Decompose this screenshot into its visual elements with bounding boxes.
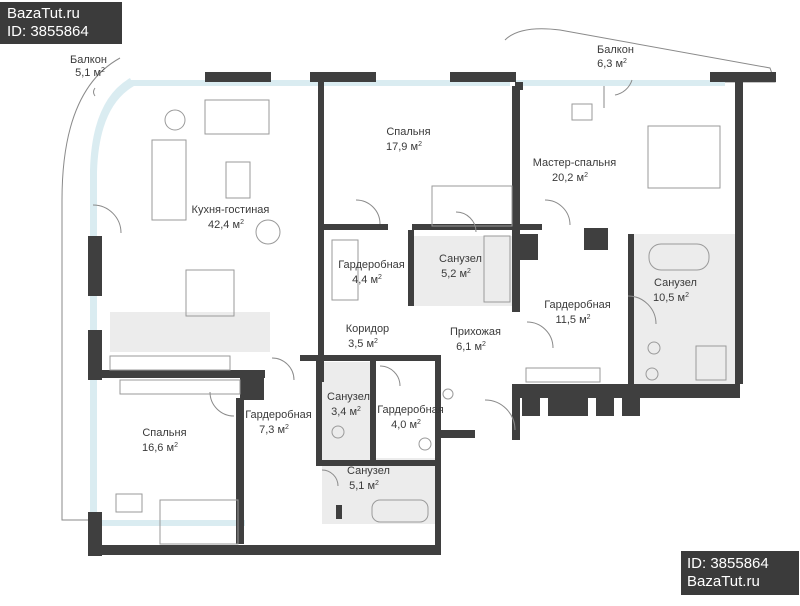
room-area: 5,1 <box>349 480 364 492</box>
label-wardrobe-left: Гардеробная 7,3 м2 <box>245 409 315 436</box>
room-area: 3,4 <box>331 406 346 418</box>
area-unit: м <box>349 406 357 418</box>
area-unit-exp: 2 <box>285 424 289 431</box>
room-name: Гардеробная <box>338 259 405 271</box>
room-area: 20,2 <box>552 172 573 184</box>
room-name: Санузел <box>327 391 370 403</box>
area-unit-exp: 2 <box>357 406 361 413</box>
tile-areas <box>110 234 740 524</box>
furniture <box>109 99 727 545</box>
area-unit-exp: 2 <box>378 274 382 281</box>
label-bathroom-bottom: Санузел 5,1 м2 <box>347 465 393 492</box>
label-wardrobe-mid: Гардеробная 4,4 м2 <box>338 259 408 286</box>
area-unit-exp: 2 <box>101 67 105 74</box>
watermark-top-left: BazaTut.ru ID: 3855864 <box>0 2 122 44</box>
watermark-site: BazaTut.ru <box>687 573 760 590</box>
label-wardrobe-small: Гардеробная 4,0 м2 <box>377 404 447 431</box>
room-area: 17,9 <box>386 141 407 153</box>
label-wardrobe-right: Гардеробная 11,5 м2 <box>544 299 614 326</box>
area-unit: м <box>370 274 378 286</box>
door-swings <box>92 79 657 487</box>
label-bathroom-small: Санузел 3,4 м2 <box>327 391 373 418</box>
room-area: 42,4 <box>208 219 229 231</box>
room-area: 6,3 <box>597 58 612 70</box>
room-name: Спальня <box>386 126 430 138</box>
area-unit: м <box>577 172 585 184</box>
area-unit: м <box>167 442 175 454</box>
label-corridor: Коридор 3,5 м2 <box>346 323 393 350</box>
area-unit-exp: 2 <box>623 58 627 65</box>
area-unit: м <box>277 424 285 436</box>
label-hallway: Прихожая 6,1 м2 <box>450 326 504 353</box>
room-area: 11,5 <box>555 314 576 326</box>
room-area: 5,1 <box>75 67 90 79</box>
area-unit: м <box>459 268 467 280</box>
area-unit-exp: 2 <box>240 219 244 226</box>
room-labels: Балкон 5,1 м2 Балкон 6,3 м2 Кухня-гостин… <box>70 44 700 492</box>
room-name: Санузел <box>347 465 390 477</box>
room-name: Гардеробная <box>377 404 444 416</box>
area-unit-exp: 2 <box>375 480 379 487</box>
area-unit: м <box>678 292 686 304</box>
room-name: Кухня-гостиная <box>192 204 270 216</box>
room-area: 16,6 <box>142 442 163 454</box>
area-unit: м <box>615 58 623 70</box>
room-area: 4,0 <box>391 419 406 431</box>
walls <box>88 72 776 556</box>
label-master-bedroom: Мастер-спальня 20,2 м2 <box>533 157 620 184</box>
room-name: Коридор <box>346 323 389 335</box>
room-name: Санузел <box>654 277 697 289</box>
label-bedroom-top: Спальня 17,9 м2 <box>386 126 434 153</box>
label-bedroom-bottom: Спальня 16,6 м2 <box>142 427 190 454</box>
label-kitchen-living: Кухня-гостиная 42,4 м2 <box>192 204 273 231</box>
watermark-bottom-right: ID: 3855864 BazaTut.ru <box>681 551 799 595</box>
room-area: 4,4 <box>352 274 367 286</box>
label-bathroom-right: Санузел 10,5 м2 <box>653 277 700 304</box>
room-area: 3,5 <box>348 338 363 350</box>
room-name: Балкон <box>70 54 107 66</box>
area-unit-exp: 2 <box>374 338 378 345</box>
area-unit-exp: 2 <box>685 292 689 299</box>
area-unit-exp: 2 <box>418 141 422 148</box>
room-area: 6,1 <box>456 341 471 353</box>
label-balcony-right: Балкон 6,3 м2 <box>597 44 637 70</box>
room-area: 5,2 <box>441 268 456 280</box>
room-name: Мастер-спальня <box>533 157 617 169</box>
area-unit-exp: 2 <box>482 341 486 348</box>
area-unit: м <box>366 338 374 350</box>
balcony-outlines <box>61 28 776 521</box>
area-unit: м <box>409 419 417 431</box>
area-unit: м <box>233 219 241 231</box>
watermark-id: ID: 3855864 <box>7 23 89 40</box>
room-area: 10,5 <box>653 292 674 304</box>
area-unit-exp: 2 <box>584 172 588 179</box>
area-unit-exp: 2 <box>587 314 591 321</box>
area-unit: м <box>93 67 101 79</box>
area-unit-exp: 2 <box>174 442 178 449</box>
watermark-site: BazaTut.ru <box>7 5 80 22</box>
room-area: 7,3 <box>259 424 274 436</box>
area-unit: м <box>411 141 419 153</box>
room-name: Прихожая <box>450 326 501 338</box>
room-name: Гардеробная <box>544 299 611 311</box>
area-unit-exp: 2 <box>467 268 471 275</box>
room-name: Гардеробная <box>245 409 312 421</box>
room-name: Балкон <box>597 44 634 56</box>
label-bathroom-mid: Санузел 5,2 м2 <box>439 253 485 280</box>
watermark-id: ID: 3855864 <box>687 555 769 572</box>
label-balcony-left: Балкон 5,1 м2 <box>70 54 110 79</box>
room-name: Спальня <box>142 427 186 439</box>
room-name: Санузел <box>439 253 482 265</box>
area-unit: м <box>579 314 587 326</box>
area-unit-exp: 2 <box>417 419 421 426</box>
area-unit: м <box>474 341 482 353</box>
area-unit: м <box>367 480 375 492</box>
